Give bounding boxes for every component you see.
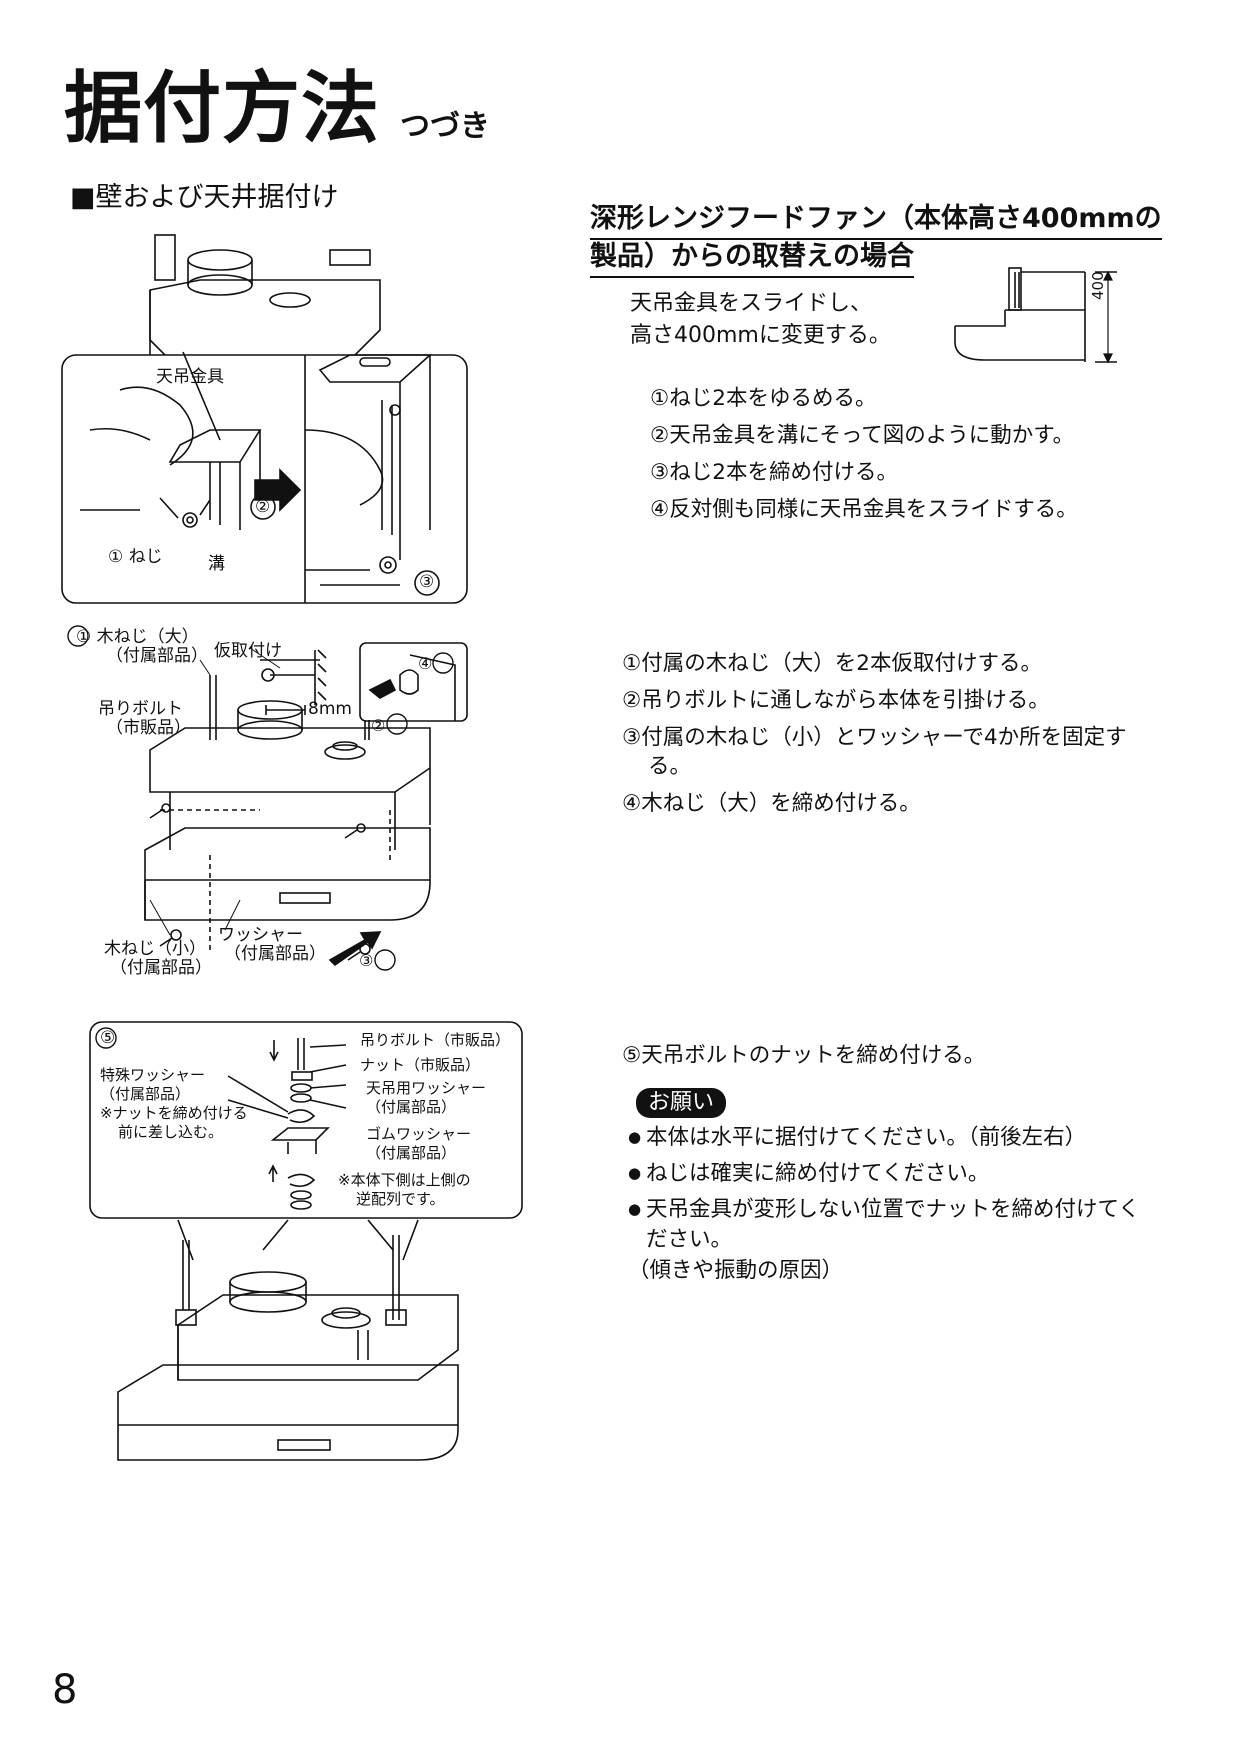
page-title: 据付方法 <box>64 64 381 154</box>
figure-ceiling-mount <box>89 1021 523 1461</box>
label-reverse-note2: 逆配列です。 <box>356 1190 445 1208</box>
wall-step-1: ①付属の木ねじ（大）を2本仮取付けする。 <box>622 651 1042 676</box>
figure-bracket-slide <box>61 234 468 604</box>
label-screw-large: ① 木ねじ（大） <box>76 627 199 647</box>
bullet-icon: ● <box>628 1200 642 1218</box>
deep-hood-step-3: ③ねじ2本を締め付ける。 <box>650 460 898 485</box>
marker-5: ⑤ <box>100 1028 116 1048</box>
label-special-washer-sub: （付属部品） <box>100 1085 191 1103</box>
label-special-washer-note: ※ナットを締め付ける <box>100 1104 248 1122</box>
side-view-diagram <box>954 267 1117 364</box>
label-ceiling-washer-sub: （付属部品） <box>366 1098 457 1116</box>
note-3-cont: ださい。 <box>646 1227 733 1252</box>
label-rubber-washer: ゴムワッシャー <box>366 1125 472 1143</box>
label-screw-small: 木ねじ（小） <box>104 939 206 959</box>
label-hanging-bolt: 吊りボルト <box>98 699 183 719</box>
deep-hood-step-1: ①ねじ2本をゆるめる。 <box>650 386 877 411</box>
label-groove: 溝 <box>208 554 225 574</box>
label-screw-small-sub: （付属部品） <box>110 958 212 978</box>
note-3: ●天吊金具が変形しない位置でナットを締め付けてく <box>628 1197 1140 1222</box>
wall-step-3-cont: る。 <box>648 754 692 779</box>
label-temporary: 仮取付け <box>214 641 282 661</box>
marker-2b: ② <box>371 716 386 735</box>
wall-step-4: ④木ねじ（大）を締め付ける。 <box>622 791 921 816</box>
marker-3b: ③ <box>359 951 374 970</box>
label-hanging-bolt-sub: （市販品） <box>106 718 191 738</box>
label-8mm: 8mm <box>308 699 352 719</box>
label-washer: ワッシャー <box>218 925 303 945</box>
figure-wall-mount <box>67 625 468 971</box>
wall-step-3: ③付属の木ねじ（小）とワッシャーで4か所を固定す <box>622 725 1127 750</box>
label-bracket: 天吊金具 <box>156 367 224 387</box>
ceiling-step-5: ⑤天吊ボルトのナットを締め付ける。 <box>622 1043 986 1068</box>
label-nut: ナット（市販品） <box>360 1056 481 1074</box>
label-bolt-commercial: 吊りボルト（市販品） <box>360 1031 511 1049</box>
section-heading: ■壁および天井据付け <box>70 182 339 213</box>
label-reverse-note: ※本体下側は上側の <box>338 1171 471 1189</box>
page-number: 8 <box>52 1667 78 1713</box>
label-rubber-washer-sub: （付属部品） <box>366 1144 457 1162</box>
deep-hood-heading-line1: 深形レンジフードファン（本体高さ400mmの <box>590 203 1162 241</box>
label-ceiling-washer: 天吊用ワッシャー <box>366 1079 487 1097</box>
wall-step-2: ②吊りボルトに通しながら本体を引掛ける。 <box>622 688 1050 713</box>
label-screw-large-sub: （付属部品） <box>106 646 208 666</box>
marker-step-2: ② <box>255 497 271 517</box>
deep-hood-instruction-line1: 天吊金具をスライドし、 <box>630 291 873 316</box>
label-screw: ① ねじ <box>108 547 163 567</box>
note-2: ●ねじは確実に締め付けてください。 <box>628 1161 990 1186</box>
label-special-washer: 特殊ワッシャー <box>100 1066 206 1084</box>
deep-hood-instruction-line2: 高さ400mmに変更する。 <box>630 323 891 348</box>
bullet-icon: ● <box>628 1164 642 1182</box>
deep-hood-heading-line2: 製品）からの取替えの場合 <box>590 241 914 279</box>
deep-hood-step-4: ④反対側も同様に天吊金具をスライドする。 <box>650 497 1078 522</box>
page-title-suffix: つづき <box>400 109 490 144</box>
marker-step-3: ③ <box>419 572 435 592</box>
deep-hood-step-2: ②天吊金具を溝にそって図のように動かす。 <box>650 423 1075 448</box>
note-cause: （傾きや振動の原因） <box>628 1258 844 1283</box>
bullet-icon: ● <box>628 1128 642 1146</box>
request-badge: お願い <box>636 1088 727 1119</box>
dimension-400-label: 400 <box>1089 271 1107 300</box>
note-1: ●本体は水平に据付けてください。（前後左右） <box>628 1125 1087 1150</box>
marker-4: ④ <box>418 654 433 673</box>
label-washer-sub: （付属部品） <box>224 944 326 964</box>
label-special-washer-note2: 前に差し込む。 <box>118 1123 224 1141</box>
